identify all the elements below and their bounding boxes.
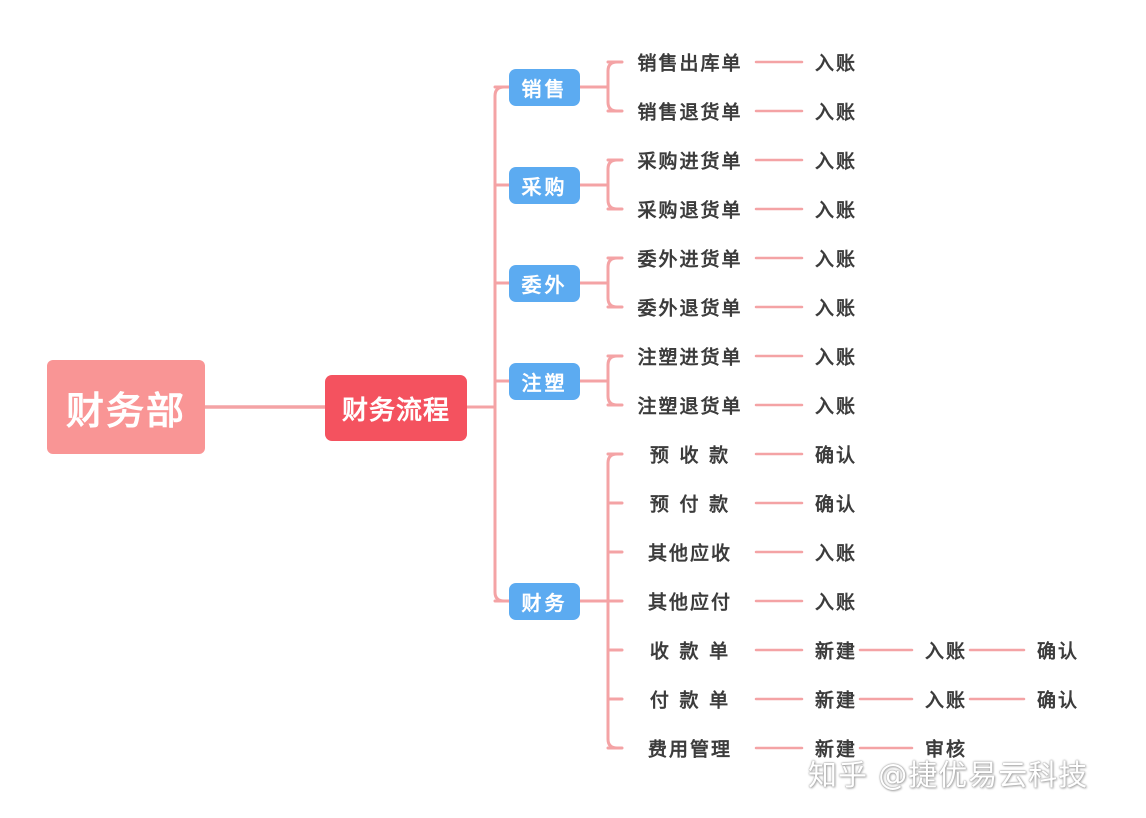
document-node: 预 付 款 bbox=[649, 493, 731, 516]
category-node: 财务 bbox=[509, 582, 580, 620]
action-node: 新建 bbox=[814, 640, 858, 663]
document-node: 委外进货单 bbox=[637, 248, 743, 271]
action-node: 入账 bbox=[924, 689, 968, 712]
action-node: 入账 bbox=[814, 52, 858, 75]
action-node: 确认 bbox=[1036, 640, 1080, 663]
action-node: 入账 bbox=[814, 199, 858, 222]
action-node: 入账 bbox=[814, 297, 858, 320]
action-node: 入账 bbox=[814, 346, 858, 369]
root-node: 财务部 bbox=[47, 360, 205, 454]
document-node: 费用管理 bbox=[647, 738, 733, 761]
action-node: 入账 bbox=[814, 395, 858, 418]
action-node: 新建 bbox=[814, 738, 858, 761]
action-node: 入账 bbox=[814, 591, 858, 614]
action-node: 确认 bbox=[814, 493, 858, 516]
document-node: 其他应收 bbox=[647, 542, 733, 565]
document-node: 注塑进货单 bbox=[637, 346, 743, 369]
category-node: 销售 bbox=[509, 68, 580, 106]
action-node: 入账 bbox=[924, 640, 968, 663]
action-node: 入账 bbox=[814, 542, 858, 565]
document-node: 销售出库单 bbox=[637, 52, 743, 75]
document-node: 销售退货单 bbox=[637, 101, 743, 124]
action-node: 入账 bbox=[814, 101, 858, 124]
document-node: 采购退货单 bbox=[637, 199, 743, 222]
action-node: 新建 bbox=[814, 689, 858, 712]
document-node: 委外退货单 bbox=[637, 297, 743, 320]
document-node: 预 收 款 bbox=[649, 444, 731, 467]
document-node: 付 款 单 bbox=[649, 689, 731, 712]
action-node: 确认 bbox=[814, 444, 858, 467]
action-node: 确认 bbox=[1036, 689, 1080, 712]
action-node: 入账 bbox=[814, 248, 858, 271]
action-node: 入账 bbox=[814, 150, 858, 173]
document-node: 采购进货单 bbox=[637, 150, 743, 173]
watermark: 知乎 @捷优易云科技 bbox=[808, 758, 1089, 792]
center-node: 财务流程 bbox=[325, 375, 467, 441]
category-node: 注塑 bbox=[509, 362, 580, 400]
document-node: 其他应付 bbox=[647, 591, 733, 614]
category-node: 委外 bbox=[509, 264, 580, 302]
category-node: 采购 bbox=[509, 166, 580, 204]
document-node: 收 款 单 bbox=[649, 640, 731, 663]
document-node: 注塑退货单 bbox=[637, 395, 743, 418]
action-node: 审核 bbox=[924, 738, 968, 761]
